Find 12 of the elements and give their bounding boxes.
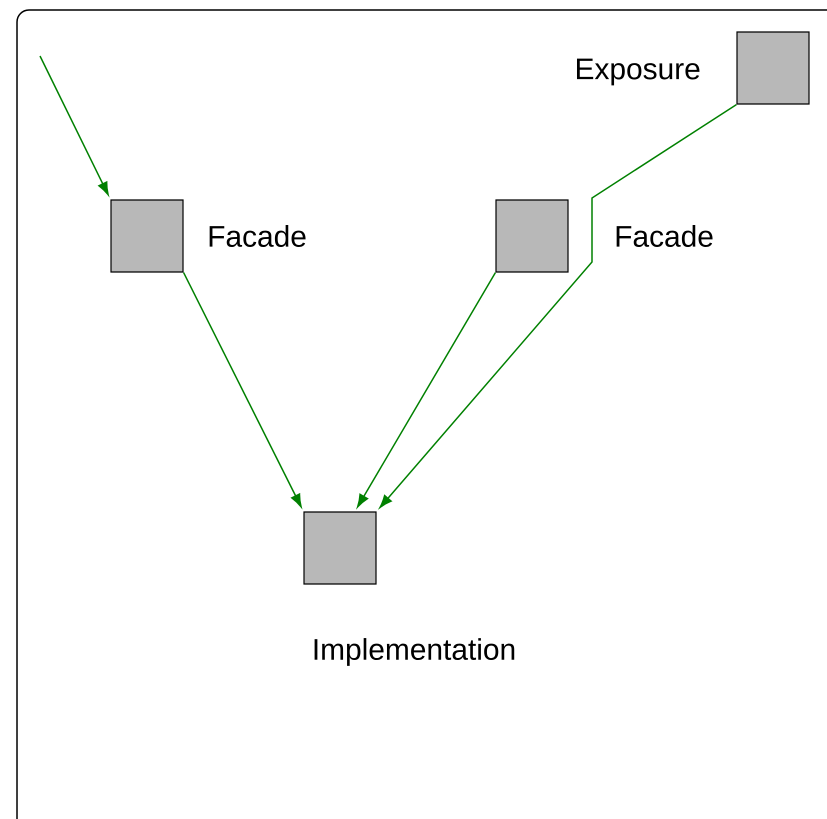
square-node bbox=[495, 199, 569, 273]
square-node bbox=[303, 511, 377, 585]
node-label: Facade bbox=[612, 223, 716, 249]
arrow bbox=[356, 272, 496, 508]
square-node bbox=[736, 31, 810, 105]
arrow bbox=[39, 56, 109, 196]
square-node bbox=[110, 199, 184, 273]
node-label: Implementation bbox=[310, 636, 518, 668]
arrow bbox=[379, 104, 737, 508]
arrow bbox=[182, 272, 302, 508]
node-label: Facade bbox=[205, 223, 309, 249]
node-label: Exposure bbox=[572, 56, 703, 88]
